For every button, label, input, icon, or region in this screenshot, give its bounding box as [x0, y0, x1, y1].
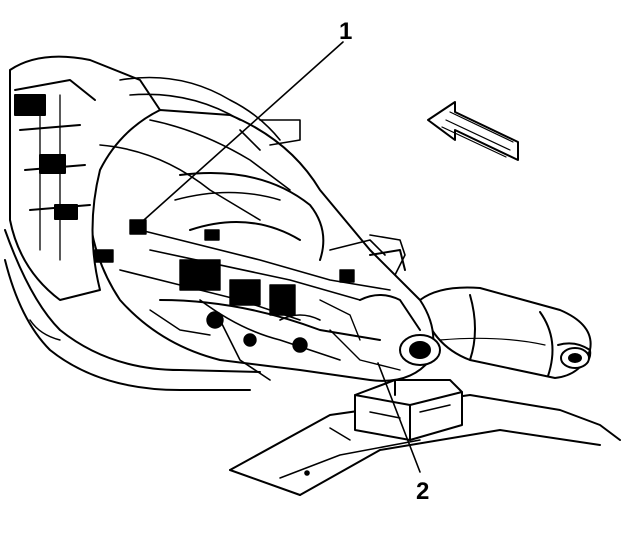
- exhaust-converter: [419, 286, 592, 379]
- leader-line-2: [377, 362, 421, 473]
- exhaust-pipe: [4, 229, 261, 391]
- wiring-harness: [99, 76, 406, 381]
- transmission-mount: [354, 379, 463, 441]
- valve-body-detail: [94, 219, 401, 371]
- engine-block: [9, 55, 161, 301]
- callout-label-2: 2: [416, 478, 430, 505]
- front-direction-arrow-icon: [427, 101, 519, 161]
- callout-label-1: 1: [339, 18, 353, 45]
- leader-line-1: [134, 41, 344, 229]
- transmission-case: [87, 109, 441, 382]
